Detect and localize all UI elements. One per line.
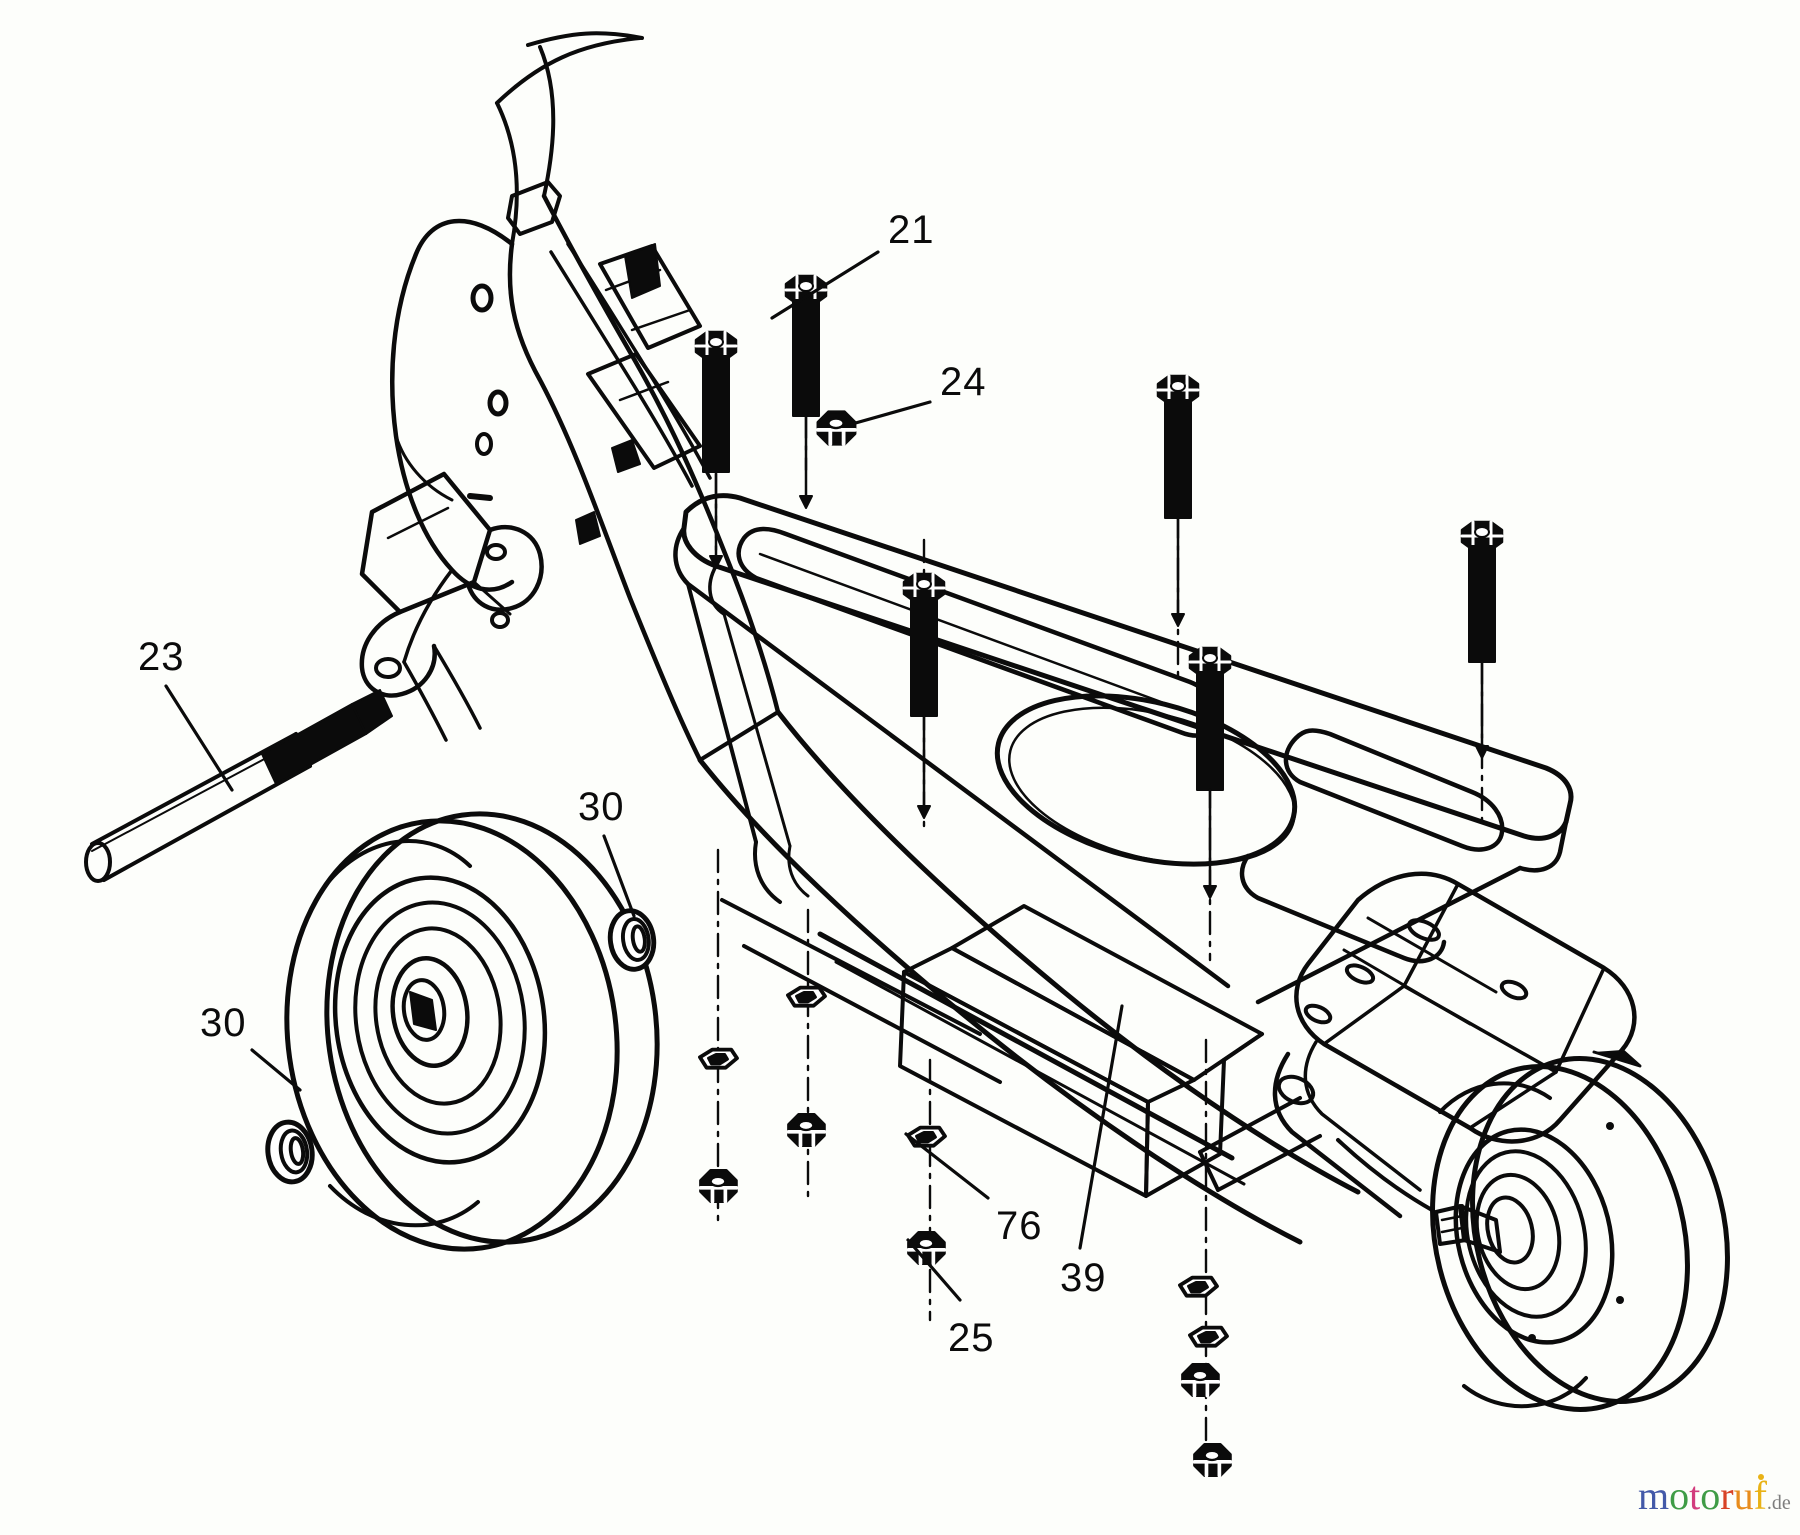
callout-39: 39: [1060, 1256, 1107, 1300]
washer-76-b: [786, 985, 827, 1008]
motoruf-watermark: motoruf.de: [1638, 1473, 1791, 1518]
callout-23: 23: [138, 635, 185, 679]
leader-lines: [164, 250, 1124, 1302]
washer-76-d: [1178, 1275, 1219, 1298]
axle-bolt-23: [84, 689, 393, 883]
wm-suffix: .de: [1766, 1492, 1791, 1514]
locknut-25-a: [698, 1168, 739, 1204]
bolt-21-b: [784, 274, 828, 509]
washer-76-a: [698, 1047, 739, 1070]
locknut-25-b: [786, 1112, 827, 1148]
callout-30-lower: 30: [200, 1001, 247, 1045]
wm-letter-f: f: [1753, 1473, 1767, 1518]
wm-accent-dot: [1758, 1474, 1764, 1480]
bolt-21-f: [1460, 520, 1504, 759]
locknut-25-d: [1180, 1362, 1221, 1398]
locknut-25-e: [1192, 1442, 1233, 1478]
bolt-21-a: [694, 330, 738, 569]
bolt-21-e: [1188, 646, 1232, 899]
wm-letter-u: u: [1733, 1473, 1754, 1518]
fasteners: [694, 274, 1504, 1478]
callout-24: 24: [940, 360, 987, 404]
callout-76: 76: [996, 1204, 1043, 1248]
wm-letter-o1: o: [1669, 1473, 1690, 1518]
rear-wheel-assembly: [1198, 871, 1730, 1412]
wm-letter-o2: o: [1700, 1473, 1721, 1518]
callout-21: 21: [888, 208, 935, 252]
callout-30-upper: 30: [578, 785, 625, 829]
front-wheel: [260, 811, 685, 1252]
wm-letter-r: r: [1720, 1473, 1734, 1518]
wm-letter-m: m: [1638, 1473, 1670, 1518]
nut-24: [816, 409, 857, 447]
steering-column-assembly: [359, 31, 781, 763]
bolt-21-d: [1156, 374, 1200, 627]
washer-76-c: [906, 1125, 947, 1148]
bolt-21-c: [902, 572, 946, 819]
washer-76-e: [1188, 1325, 1229, 1348]
callout-25: 25: [948, 1316, 995, 1360]
wm-letter-t: t: [1689, 1473, 1701, 1518]
